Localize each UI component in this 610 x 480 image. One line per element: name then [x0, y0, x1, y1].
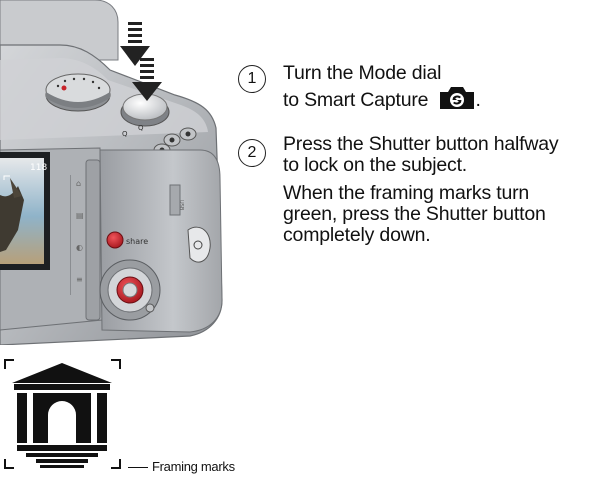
step-2-para-2-line-2: green, press the Shutter button — [283, 203, 546, 225]
step-2-para-2-line-3: completely down. — [283, 224, 431, 246]
smart-capture-camera-icon — [438, 84, 476, 115]
step-1-line-2: to Smart Capture — [283, 89, 429, 111]
svg-text:Q: Q — [122, 130, 128, 138]
camera-illustration: Q Q 118 ⌂ ▤ ◐ ≡ share USB — [0, 0, 223, 345]
svg-text:⌂: ⌂ — [76, 179, 81, 188]
svg-text:◐: ◐ — [76, 243, 83, 252]
step-2-text: Press the Shutter button halfway to lock… — [283, 133, 559, 246]
framing-marks-illustration — [4, 359, 121, 469]
building-icon — [12, 363, 112, 468]
step-number-1: 1 — [238, 65, 266, 93]
step-2-line-2: to lock on the subject. — [283, 154, 468, 176]
svg-text:118: 118 — [30, 163, 47, 173]
step-1-text: Turn the Mode dial to Smart Capture . — [283, 63, 481, 115]
step-2-line-1: Press the Shutter button halfway — [283, 133, 559, 155]
step-1-line-2-suffix: . — [475, 89, 481, 111]
svg-text:≡: ≡ — [76, 275, 83, 284]
framing-mark-bottom-right — [111, 459, 121, 469]
framing-mark-bottom-left — [4, 459, 14, 469]
svg-text:share: share — [126, 237, 148, 246]
framing-mark-top-left — [4, 359, 14, 369]
step-1-line-1: Turn the Mode dial — [283, 62, 442, 84]
svg-text:USB: USB — [178, 200, 184, 211]
framing-marks-label: Framing marks — [152, 459, 235, 474]
step-2-para-2-line-1: When the framing marks turn — [283, 182, 530, 204]
step-number-2: 2 — [238, 139, 266, 167]
svg-text:▤: ▤ — [76, 211, 84, 220]
framing-marks-leader-line — [128, 467, 148, 468]
svg-text:Q: Q — [138, 124, 144, 132]
framing-mark-top-right — [111, 359, 121, 369]
